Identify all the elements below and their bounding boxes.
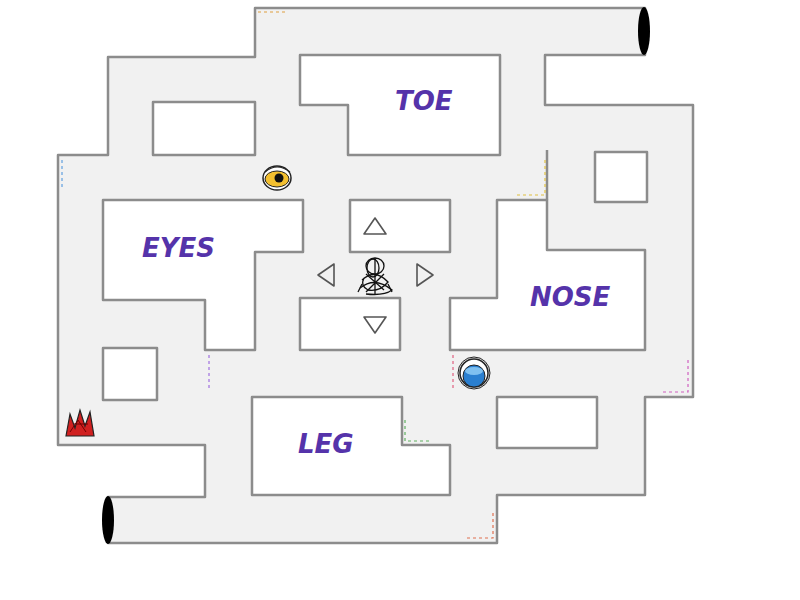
block-label: TOE [395,87,453,116]
maze-corridor [58,8,693,543]
corner-dash [405,420,430,441]
wall-block [300,55,500,155]
wall-block [350,200,450,252]
wall-block [595,152,647,202]
arrow-down [364,317,386,333]
wall-block [153,102,255,155]
exit-portal [102,496,114,544]
red-enemy [66,410,94,436]
arrow-right [417,264,433,286]
corner-dash [515,160,545,195]
corner-dash [208,355,209,390]
wall-line [546,150,549,200]
eye-enemy [263,166,291,190]
corner-dash [452,355,453,390]
wall-label-box: TOE [391,85,457,118]
corner-dash [660,360,688,392]
wall-block [103,200,303,350]
blue-enemy [458,357,490,389]
wall-label-box: LEG [294,428,358,461]
wall-block [497,397,597,448]
player-figure [358,258,392,295]
wall-block [103,348,157,400]
exit-portal [638,7,650,55]
wall-label-box: NOSE [526,281,614,314]
arrow-up [364,218,386,234]
block-label: LEG [298,430,354,459]
block-label: EYES [142,234,215,263]
corner-dash [467,510,493,538]
block-label: NOSE [530,283,610,312]
wall-block [252,397,450,495]
wall-block [450,200,645,350]
arrow-left [318,264,334,286]
wall-block [300,298,400,350]
wall-label-box: EYES [138,232,219,265]
corner-dash [61,160,62,190]
corner-dash [258,11,288,12]
